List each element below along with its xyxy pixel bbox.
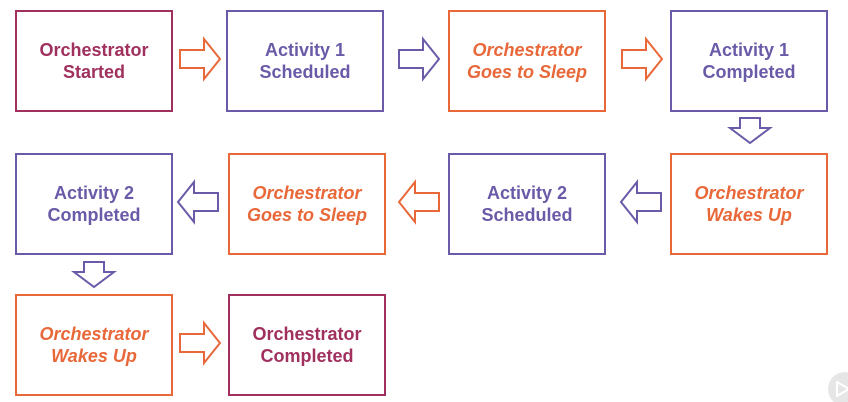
node-orchestrator-goes-to-sleep-2: Orchestrator Goes to Sleep [228, 153, 386, 255]
arrow-down-icon [727, 117, 773, 145]
node-label: Activity 1 Scheduled [259, 40, 351, 82]
node-orchestrator-wakes-up-1: Orchestrator Wakes Up [670, 153, 828, 255]
node-label: Orchestrator Goes to Sleep [246, 183, 368, 225]
arrow-left-icon [619, 179, 662, 225]
node-orchestrator-completed: Orchestrator Completed [228, 294, 386, 396]
node-label: Orchestrator Wakes Up [694, 183, 804, 225]
node-label: Orchestrator Started [39, 40, 149, 82]
arrow-left-icon [176, 179, 219, 225]
node-activity-1-scheduled: Activity 1 Scheduled [226, 10, 384, 112]
node-label: Orchestrator Goes to Sleep [466, 40, 588, 82]
arrow-right-icon [179, 320, 222, 366]
node-activity-1-completed: Activity 1 Completed [670, 10, 828, 112]
node-orchestrator-goes-to-sleep-1: Orchestrator Goes to Sleep [448, 10, 606, 112]
node-label: Orchestrator Wakes Up [39, 324, 149, 366]
node-activity-2-completed: Activity 2 Completed [15, 153, 173, 255]
play-icon[interactable] [828, 372, 848, 402]
arrow-left-icon [397, 179, 440, 225]
node-label: Activity 2 Scheduled [481, 183, 573, 225]
arrow-right-icon [179, 36, 222, 82]
node-orchestrator-wakes-up-2: Orchestrator Wakes Up [15, 294, 173, 396]
node-label: Activity 2 Completed [47, 183, 141, 225]
arrow-down-icon [71, 261, 117, 289]
arrow-right-icon [398, 36, 441, 82]
node-label: Activity 1 Completed [702, 40, 796, 82]
node-activity-2-scheduled: Activity 2 Scheduled [448, 153, 606, 255]
arrow-right-icon [621, 36, 664, 82]
node-orchestrator-started: Orchestrator Started [15, 10, 173, 112]
node-label: Orchestrator Completed [252, 324, 362, 366]
